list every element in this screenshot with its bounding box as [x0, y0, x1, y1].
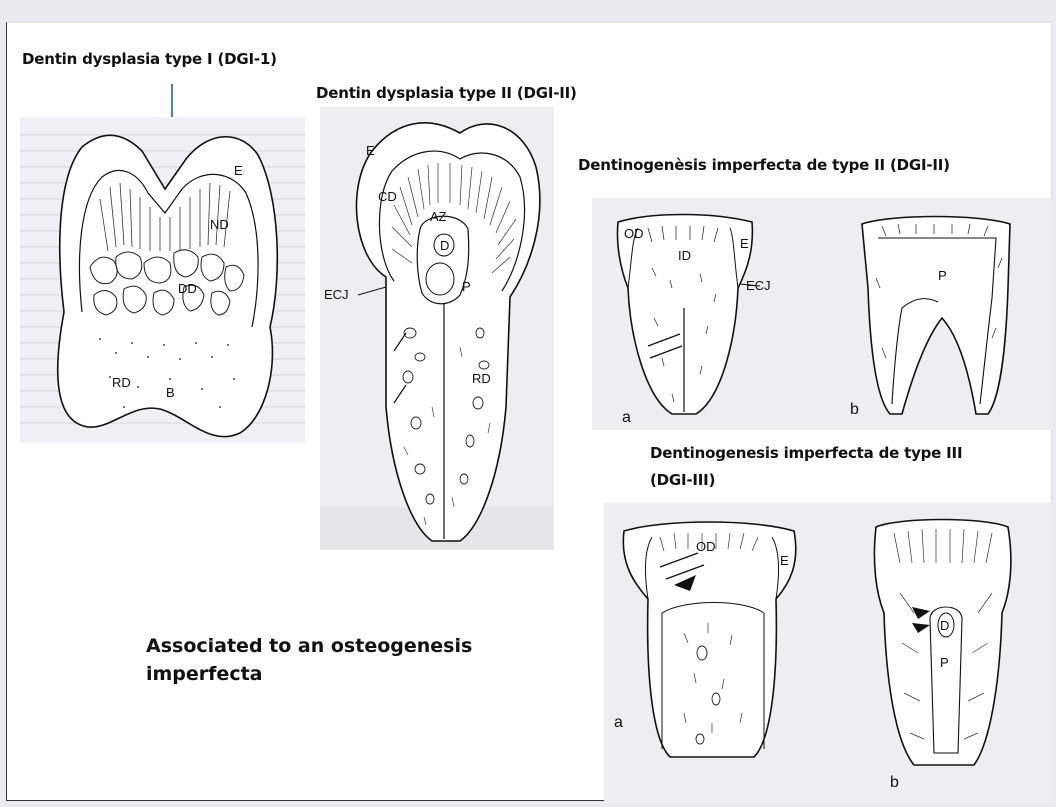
label-b: B — [166, 385, 175, 400]
label-e: E — [780, 553, 789, 568]
label-p: P — [462, 279, 471, 294]
label-nd: ND — [210, 217, 229, 232]
label-ecj: ECJ — [324, 287, 349, 302]
label-rd: RD — [112, 375, 131, 390]
label-od: OD — [696, 539, 716, 554]
label-od: OD — [624, 226, 644, 241]
label-e: E — [366, 143, 375, 158]
label-e: E — [740, 236, 749, 251]
label-p: P — [938, 268, 947, 283]
label-a: a — [614, 714, 623, 731]
figure-dentinogenesis-imperfecta-type-3: OD E D P a b — [604, 503, 1052, 801]
caption-dentinogenesis-imperfecta-type-3-line2: (DGI-III) — [650, 471, 715, 489]
label-e: E — [234, 163, 243, 178]
label-id: ID — [678, 248, 691, 263]
osteogenesis-note-line2: imperfecta — [146, 660, 472, 688]
label-b: b — [850, 401, 859, 418]
label-dd: DD — [178, 281, 197, 296]
label-ecj: ECJ — [746, 278, 771, 293]
label-b: b — [890, 774, 899, 791]
tooth-drawing-dd1: E ND DD RD B — [20, 117, 305, 443]
label-d: D — [940, 618, 949, 633]
label-d: D — [440, 238, 449, 253]
tooth-drawing-dgi3: OD E D P a b — [604, 503, 1052, 801]
label-rd: RD — [472, 371, 491, 386]
caption-dentin-dysplasia-type-2: Dentin dysplasia type II (DGI-II) — [316, 84, 577, 102]
caption-dentinogenesis-imperfecta-type-3-line1: Dentinogenesis imperfecta de type III — [650, 444, 962, 462]
osteogenesis-note: Associated to an osteogenesis imperfecta — [146, 632, 472, 688]
caption-dentinogenesis-imperfecta-type-2: Dentinogenèsis imperfecta de type II (DG… — [578, 156, 950, 174]
label-a: a — [622, 409, 631, 426]
figure-dentinogenesis-imperfecta-type-2: OD ID E ECJ P a b — [592, 198, 1052, 430]
tooth-drawing-dgi2: OD ID E ECJ P a b — [592, 198, 1052, 430]
label-cd: CD — [378, 189, 397, 204]
figure-dentin-dysplasia-type-2: E CD AZ D P ECJ RD — [320, 107, 554, 550]
tooth-drawing-dd2: E CD AZ D P ECJ RD — [320, 107, 554, 550]
caption-dentin-dysplasia-type-1: Dentin dysplasia type I (DGI-1) — [22, 50, 277, 68]
figure-dentin-dysplasia-type-1: E ND DD RD B — [20, 117, 305, 443]
label-p: P — [940, 655, 949, 670]
label-az: AZ — [430, 209, 447, 224]
osteogenesis-note-line1: Associated to an osteogenesis — [146, 632, 472, 660]
